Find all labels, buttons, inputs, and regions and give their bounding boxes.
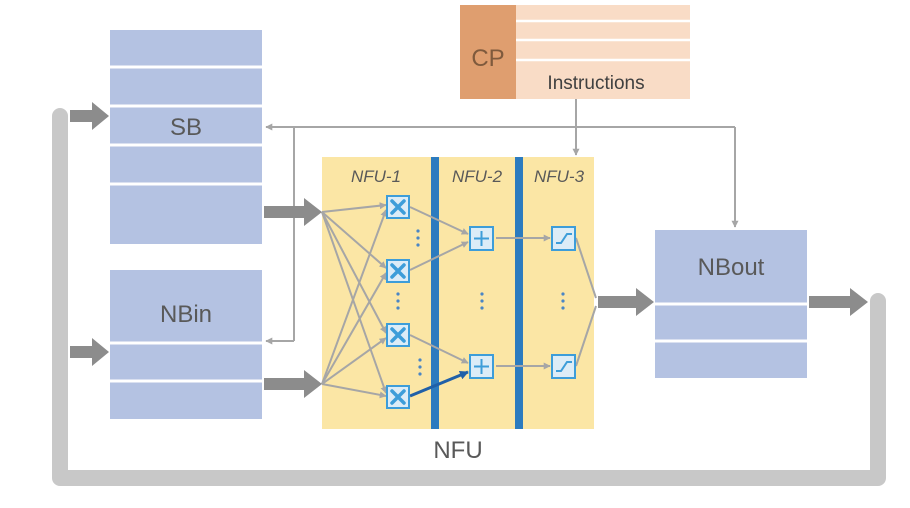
nbin-label: NBin	[160, 301, 212, 328]
nfu-input-wiring	[321, 202, 597, 399]
arrow-nbin-to-nfu	[264, 370, 322, 398]
cp-label: CP	[471, 45, 504, 72]
nfu-stage-divider-1	[431, 157, 439, 429]
nbin-buffer: NBin	[110, 270, 262, 419]
nfu3-label: NFU-3	[534, 167, 585, 186]
multiplier-icon	[386, 323, 410, 347]
sb-buffer: SB	[110, 30, 262, 244]
nfu-block: NFU-1 NFU-2 NFU-3 NFU	[322, 157, 594, 464]
arrow-sb-to-nfu	[264, 198, 322, 226]
sb-label: SB	[170, 114, 202, 141]
adder-icon	[469, 354, 494, 379]
feedback-loop	[52, 108, 886, 486]
arrow-nfu-to-nbout	[598, 288, 654, 316]
nfu-label: NFU	[433, 437, 482, 464]
dataflow-arrows	[70, 102, 868, 398]
control-processor: CP Instructions	[460, 5, 690, 99]
multiplier-icon	[386, 259, 410, 283]
activation-function-icon	[551, 226, 576, 251]
nfu1-label: NFU-1	[351, 167, 401, 186]
nbout-label: NBout	[698, 254, 765, 281]
adder-icon	[469, 226, 494, 251]
multiplier-icon	[386, 385, 410, 409]
arrow-into-nbin	[70, 338, 109, 366]
activation-function-icon	[551, 354, 576, 379]
nbout-buffer: NBout	[655, 230, 807, 378]
highlighted-path	[409, 370, 469, 398]
control-lines	[265, 99, 739, 345]
instructions-label: Instructions	[547, 73, 644, 94]
arrow-nbout-out	[809, 288, 868, 316]
arrow-into-sb	[70, 102, 109, 130]
nfu2-label: NFU-2	[452, 167, 503, 186]
multiplier-icon	[386, 195, 410, 219]
nfu-stage-divider-2	[515, 157, 523, 429]
ellipsis-dots	[396, 229, 565, 376]
